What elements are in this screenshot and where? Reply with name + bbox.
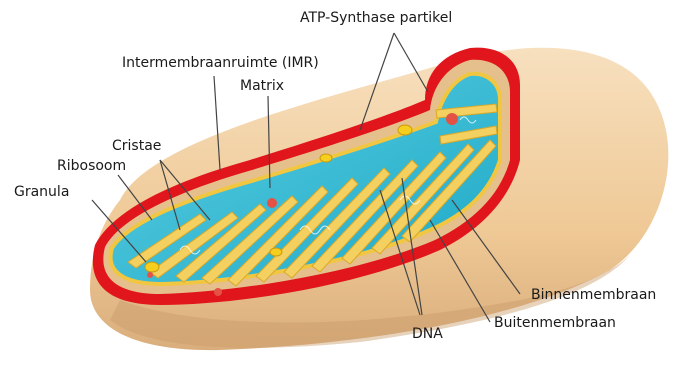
label-intermembrane-space: Intermembraanruimte (IMR) — [122, 55, 319, 71]
label-outer-membrane: Buitenmembraan — [494, 315, 616, 331]
label-atp-synthase: ATP-Synthase partikel — [300, 10, 452, 26]
label-inner-membrane: Binnenmembraan — [531, 287, 656, 303]
label-granula: Granula — [14, 184, 69, 200]
label-cristae: Cristae — [112, 138, 161, 154]
label-dna: DNA — [412, 326, 443, 342]
label-ribosome: Ribosoom — [57, 158, 126, 174]
label-matrix: Matrix — [240, 78, 284, 94]
